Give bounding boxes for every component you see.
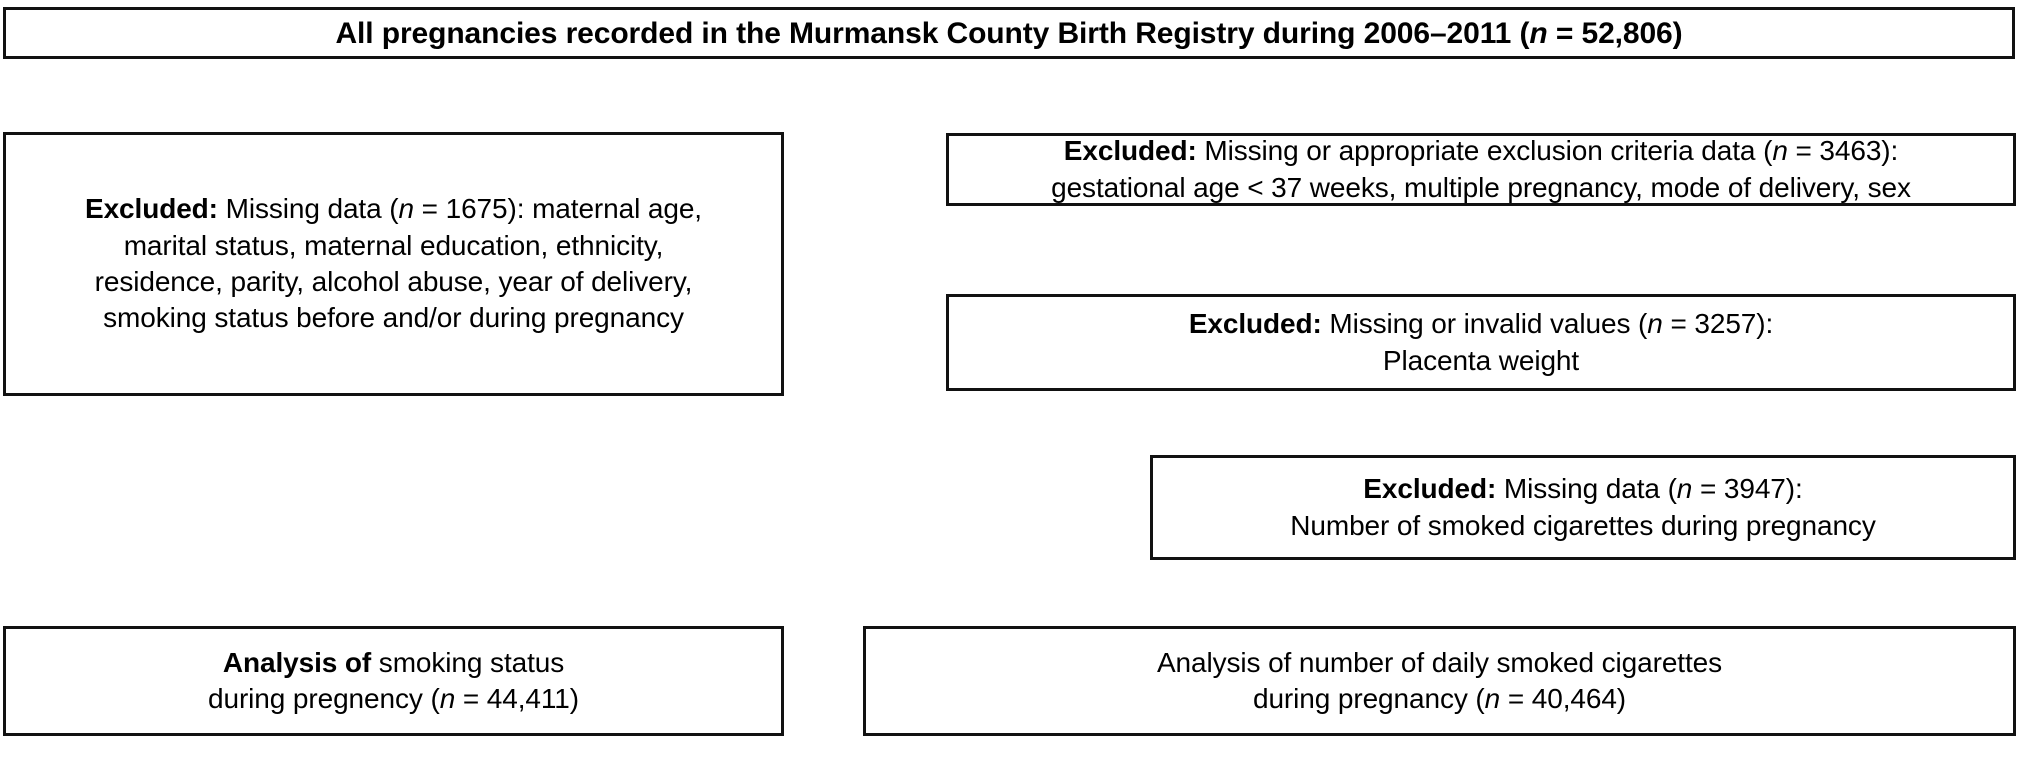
excluded-4-text: Excluded: Missing data (n = 3947): Numbe… (1153, 471, 2013, 544)
excluded-box-missing-data-1675: Excluded: Missing data (n = 1675): mater… (3, 132, 784, 396)
analysis-1-text: Analysis of smoking status during pregne… (6, 645, 781, 718)
analysis-2-line2-a: during pregnancy ( (1252, 683, 1485, 714)
excluded-2-label: Excluded: (1063, 135, 1197, 167)
excluded-4-line2: Number of smoked cigarettes during pregn… (1290, 509, 1876, 541)
analysis-1-line1-rest: smoking status (371, 646, 565, 678)
excluded-1-line4: smoking status before and/or during preg… (103, 302, 684, 334)
excluded-3-line2: Placenta weight (1382, 344, 1580, 376)
analysis-2-line1: Analysis of number of daily smoked cigar… (1156, 646, 1723, 678)
excluded-1-line1-a: Missing data ( (217, 193, 399, 225)
excluded-1-line2: marital status, maternal education, ethn… (123, 229, 664, 261)
analysis-1-prefix: Analysis of (222, 646, 372, 678)
analysis-box-daily-cigarettes: Analysis of number of daily smoked cigar… (863, 626, 2016, 736)
analysis-2-text: Analysis of number of daily smoked cigar… (866, 645, 2013, 718)
excluded-2-line1-b: = 3463): (1787, 135, 1899, 167)
cohort-source-box: All pregnancies recorded in the Murmansk… (3, 7, 2015, 59)
excluded-2-n-symbol: n (1772, 135, 1788, 167)
excluded-1-text: Excluded: Missing data (n = 1675): mater… (6, 191, 781, 337)
analysis-1-n-symbol: n (439, 683, 456, 714)
excluded-box-exclusion-criteria-3463: Excluded: Missing or appropriate exclusi… (946, 133, 2016, 206)
excluded-2-text: Excluded: Missing or appropriate exclusi… (949, 133, 2013, 206)
analysis-2-n-symbol: n (1484, 683, 1501, 714)
excluded-3-line1-b: = 3257): (1662, 308, 1774, 340)
excluded-box-cigarettes-3947: Excluded: Missing data (n = 3947): Numbe… (1150, 455, 2016, 560)
analysis-1-line2-a: during pregnency ( (208, 683, 440, 714)
excluded-1-line1-b: = 1675): maternal age, (413, 193, 702, 225)
analysis-box-smoking-status: Analysis of smoking status during pregne… (3, 626, 784, 736)
excluded-3-n-symbol: n (1647, 308, 1663, 340)
excluded-box-placenta-weight-3257: Excluded: Missing or invalid values (n =… (946, 294, 2016, 391)
cohort-source-n-symbol: n (1529, 16, 1548, 50)
excluded-4-line1-a: Missing data ( (1496, 473, 1677, 505)
cohort-source-text: All pregnancies recorded in the Murmansk… (6, 14, 2012, 53)
analysis-2-line2-b: = 40,464) (1500, 683, 1627, 714)
cohort-source-suffix: = 52,806) (1547, 16, 1683, 50)
excluded-4-n-symbol: n (1676, 473, 1693, 505)
excluded-1-n-symbol: n (398, 193, 415, 225)
excluded-2-line1-a: Missing or appropriate exclusion criteri… (1196, 135, 1773, 167)
cohort-source-prefix: All pregnancies recorded in the Murmansk… (335, 16, 1530, 50)
excluded-3-text: Excluded: Missing or invalid values (n =… (949, 306, 2013, 379)
excluded-4-line1-b: = 3947): (1692, 473, 1803, 505)
analysis-1-line2-b: = 44,411) (455, 683, 579, 714)
excluded-3-line1-a: Missing or invalid values ( (1321, 308, 1648, 340)
excluded-1-line3: residence, parity, alcohol abuse, year o… (94, 266, 693, 297)
excluded-1-label: Excluded: (85, 193, 218, 225)
excluded-2-line2: gestational age < 37 weeks, multiple pre… (1051, 171, 1911, 203)
excluded-3-label: Excluded: (1188, 308, 1322, 340)
excluded-4-label: Excluded: (1363, 473, 1497, 505)
